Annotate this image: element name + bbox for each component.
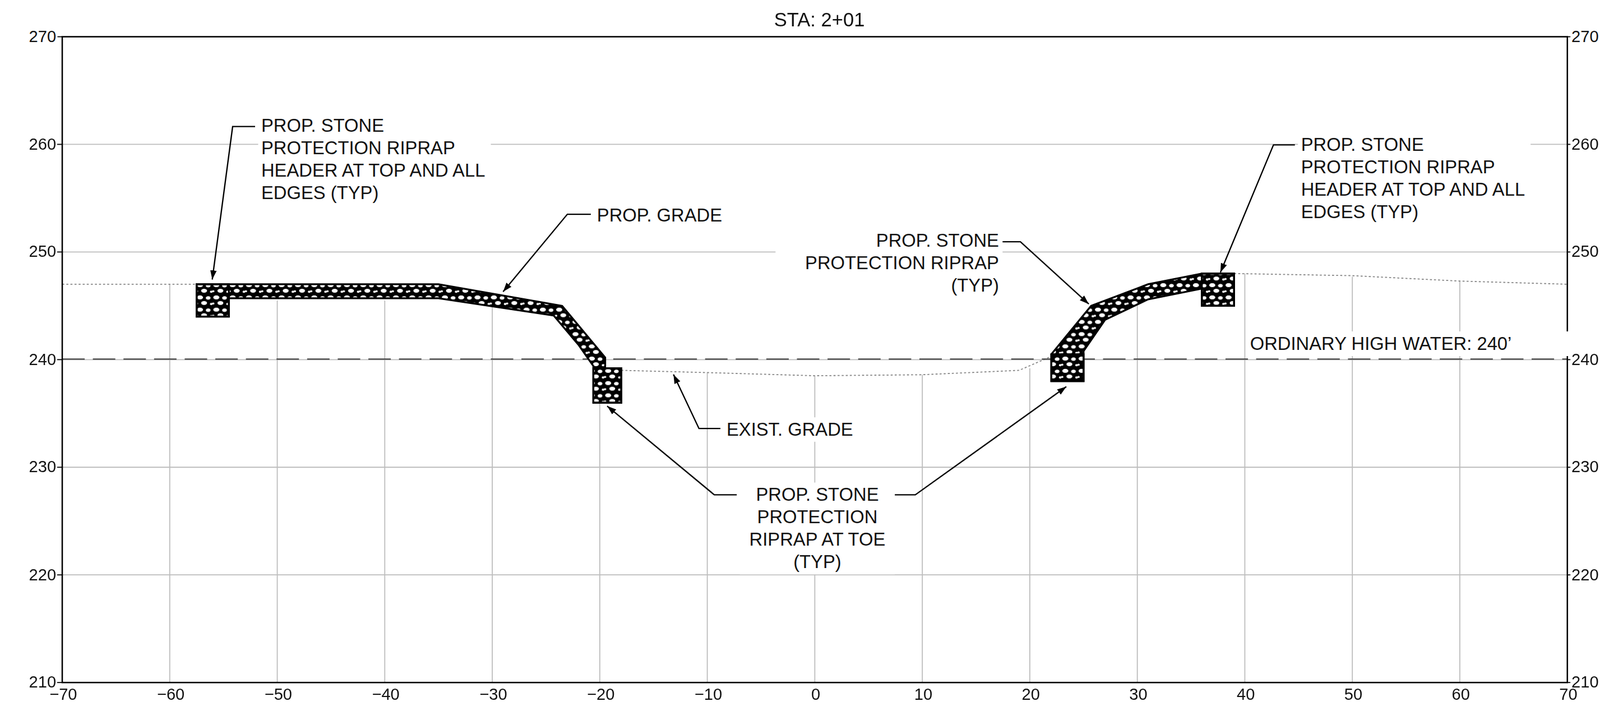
leader-line — [673, 374, 721, 429]
axis-label: 60 — [1439, 685, 1483, 705]
axis-label: 220 — [1570, 565, 1600, 585]
axis-label: −40 — [364, 685, 408, 705]
axis-label: 230 — [14, 458, 57, 477]
axis-label: −60 — [149, 685, 192, 705]
callout-note: EXIST. GRADE — [723, 417, 883, 442]
tick-mark — [57, 144, 63, 146]
leader-line — [1220, 144, 1296, 272]
riprap-block — [1051, 354, 1084, 382]
grid-line — [491, 305, 493, 683]
high-water-line — [62, 358, 1568, 360]
grid-line — [1029, 368, 1031, 683]
tick-mark — [57, 36, 63, 38]
grid-line — [169, 284, 171, 683]
grid-line — [1136, 300, 1139, 683]
tick-mark — [57, 574, 63, 576]
axis-label: 10 — [902, 685, 945, 705]
axis-label: 40 — [1224, 685, 1267, 705]
leader-line — [1000, 241, 1089, 304]
callout-note: PROP. STONE PROTECTION RIPRAP HEADER AT … — [257, 113, 491, 206]
axis-label: 260 — [14, 135, 57, 154]
callout-note: PROP. STONE PROTECTION RIPRAP AT TOE (TY… — [740, 482, 896, 575]
leader-line — [212, 126, 256, 280]
callout-note: PROP. STONE PROTECTION RIPRAP HEADER AT … — [1297, 132, 1531, 225]
grid-line — [921, 374, 923, 683]
existing-grade — [1233, 273, 1567, 285]
riprap-stone — [1051, 273, 1234, 382]
tick-mark — [57, 251, 63, 253]
axis-label: 250 — [1570, 242, 1600, 262]
riprap-block — [593, 368, 622, 403]
tick-mark — [57, 358, 63, 360]
leader-line — [607, 405, 737, 495]
riprap-block — [1201, 273, 1235, 307]
water-level-note: ORDINARY HIGH WATER: 240’ — [1246, 331, 1570, 356]
axis-label: −20 — [579, 685, 622, 705]
callout-note: PROP. GRADE — [593, 202, 753, 228]
plot-frame — [62, 36, 1568, 683]
grid-line — [384, 300, 386, 683]
existing-grade — [62, 283, 197, 285]
axis-label: 30 — [1116, 685, 1160, 705]
leader-line — [893, 386, 1067, 496]
axis-label: 240 — [1570, 350, 1600, 369]
grid-line — [599, 370, 601, 683]
grid-line — [1244, 273, 1246, 683]
axis-label: 70 — [1546, 685, 1590, 705]
riprap-stone — [196, 284, 622, 403]
riprap-section — [196, 273, 1235, 403]
leader-line — [502, 214, 591, 292]
axis-label: −70 — [42, 685, 85, 705]
axis-label: 250 — [14, 242, 57, 262]
axis-label: −30 — [472, 685, 515, 705]
tick-mark — [57, 681, 63, 683]
axis-label: 20 — [1009, 685, 1053, 705]
riprap-block — [196, 284, 230, 317]
axis-label: 220 — [14, 565, 57, 585]
axis-label: 230 — [1570, 458, 1600, 477]
grid-line — [706, 372, 709, 683]
tick-mark — [57, 466, 63, 468]
axis-label: 270 — [1570, 27, 1600, 46]
axis-label: 260 — [1570, 135, 1600, 154]
grid-line — [62, 358, 1568, 360]
grid-lines — [57, 36, 1573, 683]
axis-label: 0 — [794, 685, 838, 705]
grid-line — [276, 300, 279, 683]
axis-label: 270 — [14, 27, 57, 46]
section-title: STA: 2+01 — [714, 8, 925, 34]
callout-note: PROP. STONE PROTECTION RIPRAP (TYP) — [775, 228, 1002, 299]
axis-label: −50 — [256, 685, 300, 705]
axis-label: 240 — [14, 350, 57, 369]
axis-label: 50 — [1332, 685, 1375, 705]
axis-label: −10 — [686, 685, 730, 705]
